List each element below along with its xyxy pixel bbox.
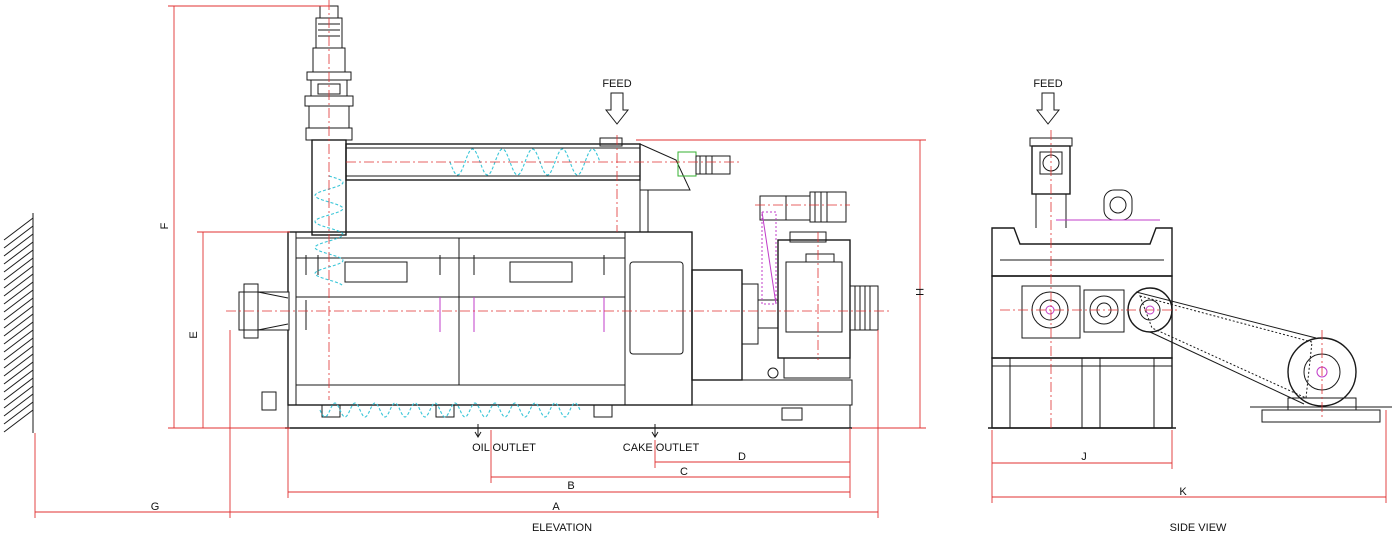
drive-gearbox [691,191,879,406]
dimensions-elevation: F E H D C B A [34,5,926,518]
dim-g: G [151,501,160,513]
feed-label-elevation: FEED [602,78,631,90]
feed-arrow-side: FEED [1033,78,1063,125]
dim-j: J [1081,451,1087,463]
cake-outlet-label: CAKE OUTLET [623,442,700,454]
dim-a: A [552,501,560,513]
side-view: FEED [988,78,1392,534]
body-bolts [305,255,605,332]
dim-k: K [1179,486,1187,498]
dim-c: C [680,466,688,478]
feed-arrow-elevation: FEED [602,78,632,125]
side-view-title: SIDE VIEW [1170,522,1227,534]
screw-flights [314,148,601,418]
dim-b: B [567,480,574,492]
cake-outlet: CAKE OUTLET [623,424,700,454]
inspection-window-2 [509,261,573,283]
elevation-view: FEED OIL OUTLET CAKE OUTLET F E [34,0,926,534]
inspection-window-1 [344,261,408,283]
feed-label-side: FEED [1033,78,1062,90]
base-frame [287,404,851,429]
dim-d: D [738,451,746,463]
oil-outlet-label: OIL OUTLET [472,442,536,454]
oil-outlet: OIL OUTLET [472,424,536,454]
dim-e: E [188,331,200,338]
dim-f: F [159,222,171,229]
feed-conveyor [345,137,731,232]
elevation-title: ELEVATION [532,522,592,534]
dim-h: H [913,288,925,296]
wall [3,213,34,433]
access-panel [629,261,684,355]
